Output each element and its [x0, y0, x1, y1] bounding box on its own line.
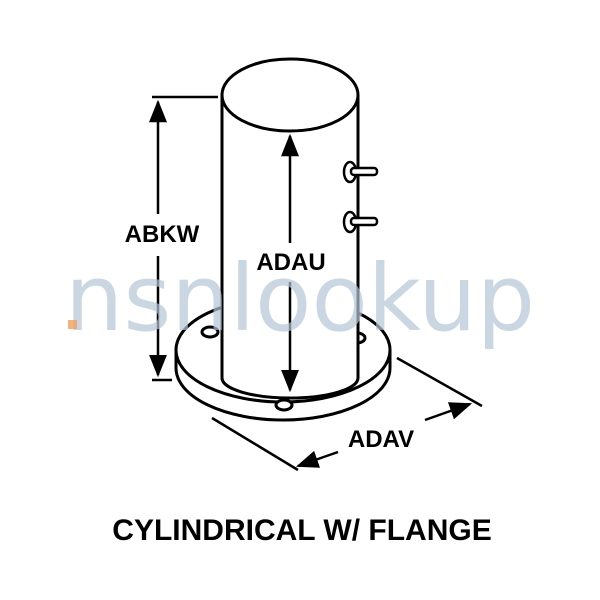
dimension-abkw	[149, 95, 218, 382]
pin-lower	[342, 210, 379, 234]
cylinder-body	[220, 95, 360, 400]
side-pins	[342, 160, 379, 234]
cylinder-top	[220, 57, 360, 133]
cylinder	[220, 57, 360, 400]
watermark-dot	[68, 320, 77, 329]
dimension-label-abkw: ABKW	[125, 221, 200, 248]
dimension-label-adau: ADAU	[256, 249, 325, 276]
watermark-text: nsnlookup	[65, 245, 535, 352]
watermark: nsnlookup	[65, 245, 535, 352]
pin-upper	[342, 160, 379, 184]
flange-hole-front	[274, 398, 294, 412]
dimension-adav	[211, 356, 483, 472]
flange-hole-left	[200, 325, 220, 339]
diagram-title: CYLINDRICAL W/ FLANGE	[112, 514, 491, 547]
dimension-label-adav: ADAV	[348, 426, 414, 453]
